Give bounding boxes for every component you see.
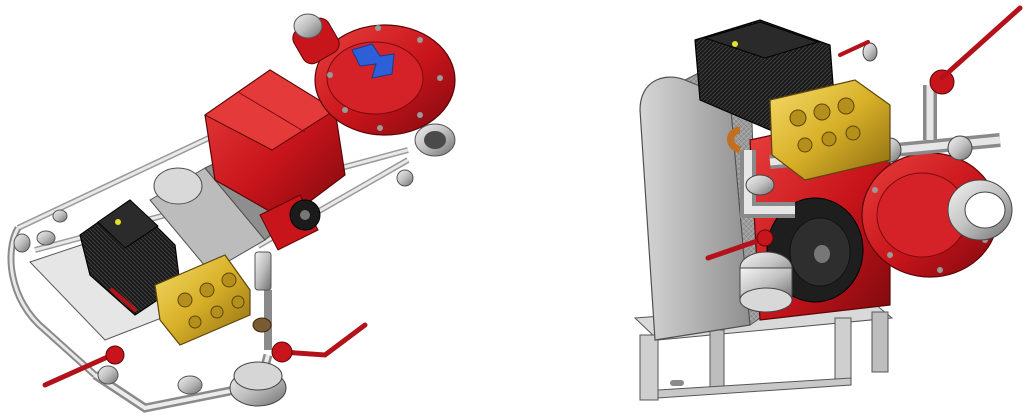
centrifugal-pump-volute xyxy=(292,13,456,157)
pipe-couplings xyxy=(13,169,414,395)
storz-coupling xyxy=(229,317,287,407)
valve-handle-right xyxy=(271,322,368,363)
valve-handle-top xyxy=(939,5,1023,81)
pump-assembly-top-view xyxy=(0,0,470,419)
pump-assembly-front-view xyxy=(600,0,1031,419)
valve-handle-left xyxy=(42,288,137,388)
gearbox-housing xyxy=(204,69,346,251)
valve-handle-side xyxy=(705,229,774,261)
pump-assembly-top-view-drawing xyxy=(7,13,456,413)
brass-plunger-pump xyxy=(154,254,251,346)
flow-direction-arrow-icon xyxy=(351,43,395,79)
valve-handle-small xyxy=(838,40,870,57)
pump-assembly-front-view-drawing xyxy=(633,5,1023,401)
outlet-coupling xyxy=(947,179,1013,241)
brass-plunger-pump xyxy=(727,79,891,181)
storz-coupling xyxy=(739,251,793,313)
